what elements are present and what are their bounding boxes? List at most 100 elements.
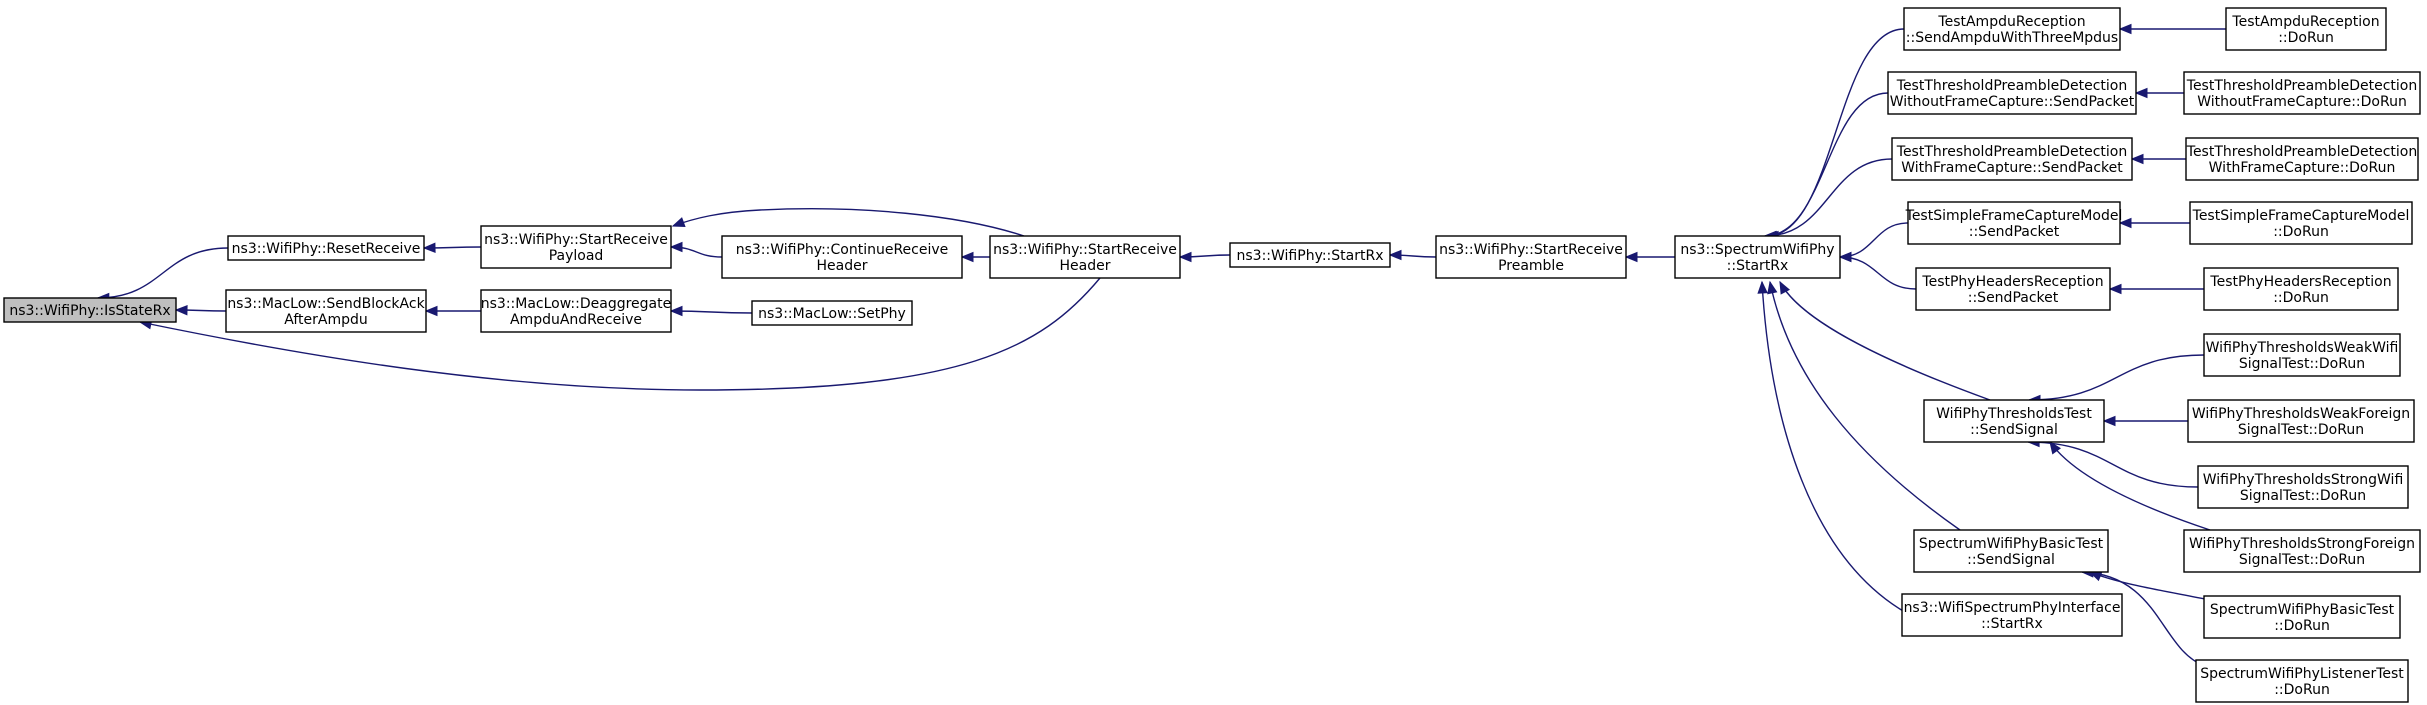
edge-wifiphystartrx-to-startreceiveheader [1178,251,1231,263]
node-label-line: TestSimpleFrameCaptureModel [1905,208,2123,224]
node-label-line: ::StartRx [1727,258,1789,274]
node-label-line: WifiPhyThresholdsTest [1936,406,2092,422]
node-label-line: WithFrameCapture::DoRun [2209,160,2396,176]
edge-sfcmdorun-to-sfcmsend [2118,217,2190,229]
edge-tpdwithsend-to-spectrumstartrx [1763,158,1893,242]
edge-ampdusend-to-spectrumstartrx [1765,28,1905,242]
edge-deaggregate-to-sendblockack [424,305,481,317]
node-label-line: WifiPhyThresholdsStrongWifi [2203,472,2404,488]
node-label-line: ::SendSignal [1967,552,2055,568]
node-box [1915,267,2111,311]
node-label-line: ::DoRun [2274,618,2330,634]
edge-interfacestartrx-to-spectrumstartrx [1757,280,1911,616]
node-box [2203,595,2401,639]
node-tpdwithsend[interactable]: TestThresholdPreambleDetectionWithFrameC… [1891,137,2133,181]
node-label-line: Header [817,258,868,274]
node-label-line: SignalTest::DoRun [2239,552,2365,568]
node-weakwifi[interactable]: WifiPhyThresholdsWeakWifiSignalTest::DoR… [2203,333,2401,377]
node-label-line: ::DoRun [2274,682,2330,698]
node-label-line: AmpduAndReceive [510,312,642,328]
node-box [1435,235,1627,279]
node-label-line: ns3::WifiPhy::StartReceive [484,232,668,248]
node-label-line: WifiPhyThresholdsWeakForeign [2192,406,2410,422]
node-box [480,289,672,333]
node-tpdwithdorun[interactable]: TestThresholdPreambleDetectionWithFrameC… [2185,137,2419,181]
edge-startreceivepayload-to-resetreceive [422,242,482,254]
node-strongwifi[interactable]: WifiPhyThresholdsStrongWifiSignalTest::D… [2197,465,2409,509]
node-box [1887,71,2137,115]
node-label-line: Payload [549,248,604,264]
node-tpdwithoutsend[interactable]: TestThresholdPreambleDetectionWithoutFra… [1887,71,2137,115]
node-resetreceive[interactable]: ns3::WifiPhy::ResetReceive [227,235,425,261]
node-weakforeign[interactable]: WifiPhyThresholdsWeakForeignSignalTest::… [2187,399,2415,443]
node-label-line: ns3::WifiPhy::IsStateRx [9,303,170,319]
node-isstaterx[interactable]: ns3::WifiPhy::IsStateRx [3,297,177,323]
node-interfacestartrx[interactable]: ns3::WifiSpectrumPhyInterface::StartRx [1901,593,2123,637]
edge-tpdwithoutdorun-to-tpdwithoutsend [2134,87,2184,99]
node-tpdwithoutdorun[interactable]: TestThresholdPreambleDetectionWithoutFra… [2183,71,2421,115]
node-spectrumstartrx[interactable]: ns3::SpectrumWifiPhy::StartRx [1674,235,1841,279]
node-label-line: TestPhyHeadersReception [2209,274,2391,290]
node-box [1891,137,2133,181]
node-label-line: ::DoRun [2273,290,2329,306]
node-label-line: TestSimpleFrameCaptureModel [2192,208,2410,224]
node-label-line: WifiPhyThresholdsStrongForeign [2189,536,2415,552]
node-sfcmdorun[interactable]: TestSimpleFrameCaptureModel::DoRun [2189,201,2413,245]
node-setphy[interactable]: ns3::MacLow::SetPhy [751,300,913,326]
edges-layer [96,23,2226,667]
node-label-line: ns3::WifiPhy::ResetReceive [232,241,421,257]
node-box [2185,137,2419,181]
edge-tpdwithoutsend-to-spectrumstartrx [1763,92,1889,242]
node-label-line: SpectrumWifiPhyBasicTest [1919,536,2104,552]
node-label-line: SpectrumWifiPhyListenerTest [2200,666,2404,682]
edge-resetreceive-to-isstaterx [96,247,229,304]
node-label-line: TestThresholdPreambleDetection [1896,78,2127,94]
node-box [2183,529,2421,573]
node-label-line: WifiPhyThresholdsWeakWifi [2206,340,2399,356]
node-box [1913,529,2109,573]
node-label-line: ::SendAmpduWithThreeMpdus [1906,30,2118,46]
node-box [2197,465,2409,509]
nodes-layer: ns3::WifiPhy::IsStateRx ns3::WifiPhy::Res… [3,7,2421,703]
node-label-line: SignalTest::DoRun [2238,422,2364,438]
node-box [225,289,427,333]
node-phrsend[interactable]: TestPhyHeadersReception::SendPacket [1915,267,2111,311]
node-ampdusend[interactable]: TestAmpduReception::SendAmpduWithThreeMp… [1903,7,2121,51]
edge-sendblockack-to-isstaterx [174,304,227,316]
node-label-line: Preamble [1498,258,1564,274]
node-label-line: SignalTest::DoRun [2239,356,2365,372]
edge-spectrumstartrx-to-startreceivepreamble [1624,251,1676,263]
node-strongforeign[interactable]: WifiPhyThresholdsStrongForeignSignalTest… [2183,529,2421,573]
edge-strongforeign-to-thresholdssend [2049,440,2211,531]
edge-phrdorun-to-phrsend [2108,283,2204,295]
node-wifiphystartrx[interactable]: ns3::WifiPhy::StartRx [1229,242,1391,268]
node-box [721,235,963,279]
edge-continuereceive-to-startreceivepayload [669,241,723,258]
node-thresholdssend[interactable]: WifiPhyThresholdsTest::SendSignal [1923,399,2105,443]
node-box [751,300,913,326]
node-basicdorun[interactable]: SpectrumWifiPhyBasicTest::DoRun [2203,595,2401,639]
node-label-line: ns3::SpectrumWifiPhy [1680,242,1834,258]
node-ampdudorun[interactable]: TestAmpduReception::DoRun [2225,7,2387,51]
edge-setphy-to-deaggregate [669,305,753,317]
node-label-line: TestThresholdPreambleDetection [1896,144,2127,160]
node-box [1907,201,2121,245]
node-listenerdorun[interactable]: SpectrumWifiPhyListenerTest::DoRun [2195,659,2409,703]
node-basicsend[interactable]: SpectrumWifiPhyBasicTest::SendSignal [1913,529,2109,573]
node-label-line: ::DoRun [2273,224,2329,240]
edge-thresholdssend-to-spectrumstartrx [1779,280,1991,401]
node-phrdorun[interactable]: TestPhyHeadersReception::DoRun [2203,267,2399,311]
node-label-line: ns3::WifiPhy::ContinueReceive [736,242,949,258]
node-label-line: ns3::WifiSpectrumPhyInterface [1904,600,2121,616]
node-box [1229,242,1391,268]
node-sfcmsend[interactable]: TestSimpleFrameCaptureModel::SendPacket [1905,201,2123,245]
node-label-line: TestThresholdPreambleDetection [2186,144,2417,160]
node-box [2187,399,2415,443]
